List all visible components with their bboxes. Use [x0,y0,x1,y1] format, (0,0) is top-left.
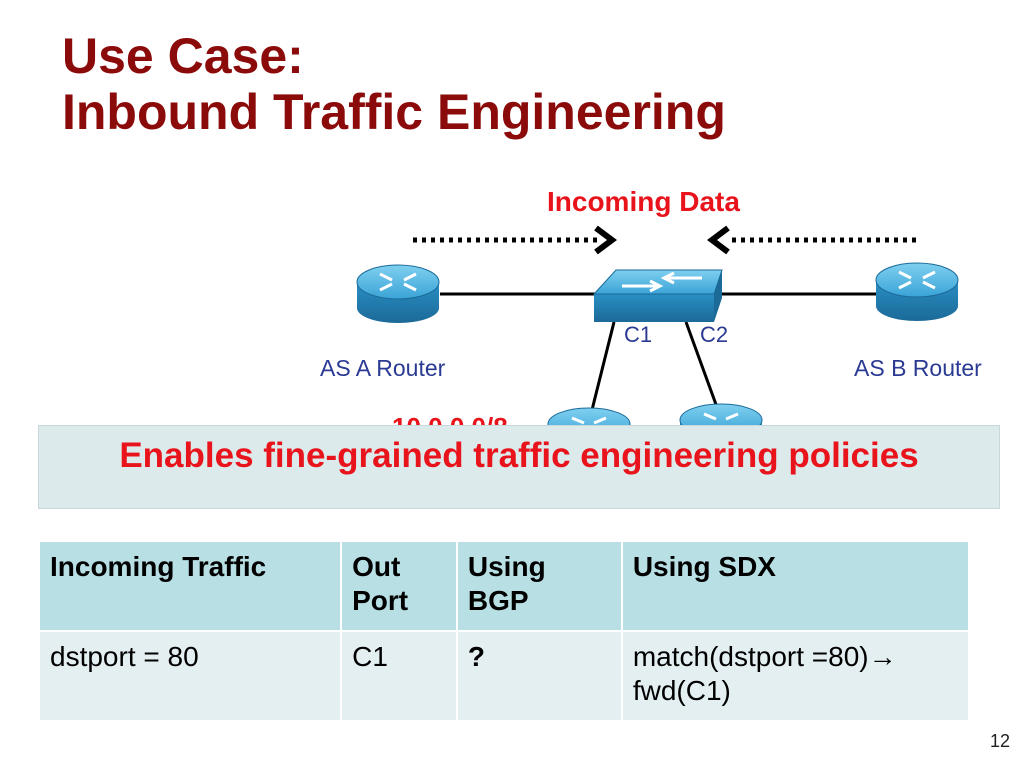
incoming-arrow-right [707,225,918,255]
header-out-port: Out Port [340,540,458,632]
cell-out-port: C1 [340,630,458,722]
router-a-icon [356,264,440,323]
header-using-sdx: Using SDX [620,540,971,632]
slide-title: Use Case: Inbound Traffic Engineering [62,28,726,140]
header-using-bgp: Using BGP [455,540,623,632]
network-diagram [356,225,959,430]
sdx-line-2: fwd(C1) [632,675,731,706]
port-c2-label: C2 [700,322,729,347]
table-header-row: Incoming Traffic Out Port Using BGP Usin… [37,540,971,632]
link-c2 [684,321,720,411]
policy-table: Incoming Traffic Out Port Using BGP Usin… [37,540,971,722]
router-a-label: AS A Router [320,355,446,381]
title-line-2: Inbound Traffic Engineering [62,84,726,140]
header-incoming-traffic: Incoming Traffic [37,540,343,632]
cell-incoming-traffic: dstport = 80 [37,630,343,722]
table-row: dstport = 80 C1 ? match(dstport =80)→ fw… [37,630,971,722]
slide-number: 12 [989,731,1010,751]
link-c1 [590,321,616,411]
callout-text: Enables fine-grained traffic engineering… [119,436,919,475]
router-b-icon [875,262,959,321]
switch-icon [592,269,723,322]
incoming-data-label: Incoming Data [547,186,740,217]
title-line-1: Use Case: [62,28,304,84]
cell-using-sdx: match(dstport =80)→ fwd(C1) [620,630,971,722]
router-b-label: AS B Router [854,355,982,381]
sdx-line-1: match(dstport =80)→ [632,641,897,672]
incoming-arrow-left [413,225,617,255]
port-c1-label: C1 [624,322,653,347]
cell-using-bgp: ? [455,630,623,722]
callout-banner: Enables fine-grained traffic engineering… [38,425,1000,509]
